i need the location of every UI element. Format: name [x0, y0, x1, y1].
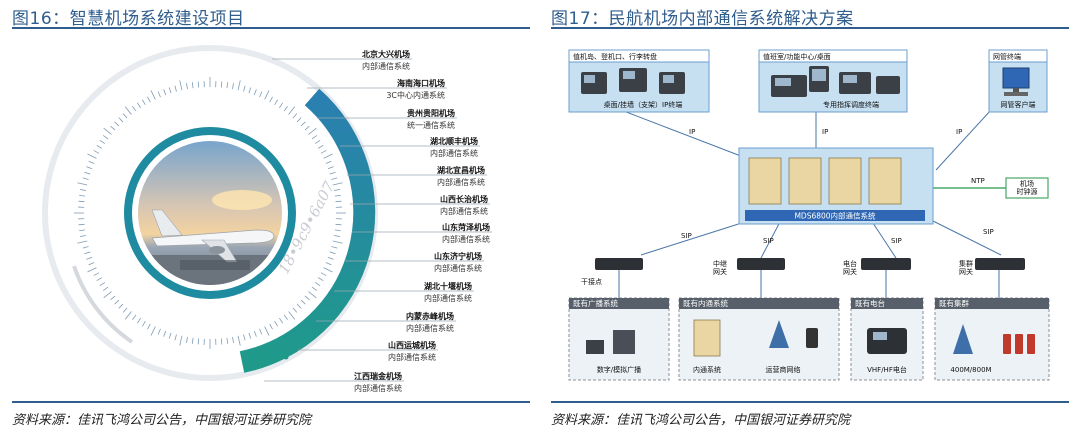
clock-source-label: 机场时钟源	[1017, 179, 1038, 196]
figure17-bottom-rule	[551, 401, 1069, 403]
top-box-duty-caption: 专用指挥调度终端	[823, 100, 879, 109]
dispatch-terminal-icons	[771, 66, 900, 97]
comms-solution-diagram: 机场时钟源 NTP IP IP IP SIP SIP SIP SIP 值机岛、登…	[568, 49, 1050, 381]
airport-name: 北京大兴机场	[362, 49, 410, 59]
top-box-nms: 网管终端 网管客户端	[988, 49, 1048, 113]
bottom-box-intercom-caption-right: 运营商网络	[766, 365, 801, 374]
bottom-box-broadcast: 既有广播系统 数字/模拟广播	[568, 297, 670, 381]
gateway-label-1: 中继网关	[713, 259, 727, 276]
top-box-checkin-title: 值机岛、登机口、行李转盘	[573, 52, 657, 61]
airport-name: 湖北十堰机场	[424, 281, 472, 291]
airport-name: 湖北宜昌机场	[437, 165, 485, 175]
bottom-box-trunk: 既有集群 400M/800M	[934, 297, 1050, 381]
ip-label-right: IP	[956, 128, 962, 136]
airport-system: 内部通信系统	[442, 234, 490, 244]
ip-label-left: IP	[689, 128, 695, 136]
bottom-box-radio-title: 既有电台	[855, 298, 885, 308]
bottom-box-intercom-title: 既有内通系统	[683, 298, 728, 308]
figure17-source: 资料来源：佳讯飞鸿公司公告，中国银河证券研究院	[551, 413, 851, 428]
speaker-icon	[586, 340, 604, 354]
bottom-box-trunk-title: 既有集群	[939, 298, 969, 308]
top-box-nms-caption: 网管客户端	[1001, 100, 1036, 109]
airport-name: 海南海口机场	[397, 78, 445, 88]
tower-icon	[769, 320, 789, 348]
airport-name: 山东济宁机场	[434, 251, 482, 261]
figure16-source: 资料来源：佳讯飞鸿公司公告，中国银河证券研究院	[12, 413, 312, 428]
airport-system: 内部通信系统	[362, 61, 410, 71]
airport-system: 内部通信系统	[437, 177, 485, 187]
ntp-label: NTP	[971, 177, 985, 185]
server-icons	[748, 157, 902, 205]
sip-label-1: SIP	[681, 232, 692, 240]
tick-ring	[74, 77, 346, 349]
server-label: MDS6800内部通信系统	[794, 211, 876, 221]
top-box-duty: 值班室/功能中心/桌面 专用指挥调度终端	[758, 49, 908, 113]
grey-ring-arc	[72, 265, 134, 344]
airport-system: 内部通信系统	[430, 148, 478, 158]
airport-name: 山西长治机场	[440, 194, 488, 204]
gateway-label-3: 集群网关	[959, 259, 973, 276]
ip-label-center: IP	[822, 128, 828, 136]
airport-name: 内蒙赤峰机场	[406, 311, 454, 321]
airport-system: 3C中心内通系统	[386, 90, 445, 100]
computer-icon	[1002, 67, 1030, 96]
bottom-box-intercom: 既有内通系统 内通系统 运营商网络	[678, 297, 840, 381]
airport-system: 内部通信系统	[388, 352, 436, 362]
figure16-title: 图16：智慧机场系统建设项目	[12, 9, 245, 29]
figure17-title: 图17：民航机场内部通信系统解决方案	[551, 9, 854, 29]
airport-system: 内部通信系统	[406, 323, 454, 333]
bottom-box-trunk-caption: 400M/800M	[950, 366, 991, 374]
airport-labels: 北京大兴机场内部通信系统海南海口机场3C中心内通系统贵州贵阳机场统一通信系统湖北…	[354, 49, 490, 393]
bottom-box-intercom-caption-left: 内通系统	[693, 365, 721, 374]
radio-station-icon	[867, 328, 907, 354]
top-box-checkin-caption: 桌面/挂墙（支架）IP终端	[604, 100, 683, 109]
walkie-talkie-icons	[1003, 334, 1035, 354]
airport-name: 山西运城机场	[388, 340, 436, 350]
gateway-label-0: 干接点	[581, 277, 602, 286]
smart-airport-diagram: 北京大兴机场内部通信系统海南海口机场3C中心内通系统贵州贵阳机场统一通信系统湖北…	[42, 45, 492, 393]
bottom-box-broadcast-caption: 数字/模拟广播	[597, 365, 641, 374]
airport-system: 内部通信系统	[440, 206, 488, 216]
handset-icon	[806, 328, 818, 348]
airport-name: 山东菏泽机场	[442, 222, 490, 232]
airport-system: 内部通信系统	[434, 263, 482, 273]
top-box-nms-title: 网管终端	[993, 52, 1021, 61]
bottom-box-radio-caption: VHF/HF电台	[867, 365, 907, 374]
clock-source-box	[1005, 177, 1049, 199]
sip-label-2: SIP	[763, 237, 774, 245]
airport-system: 内部通信系统	[424, 293, 472, 303]
trunk-tower-icon	[953, 324, 973, 354]
server-label-bar	[745, 210, 925, 221]
airport-name: 湖北顺丰机场	[430, 136, 478, 146]
airport-system: 统一通信系统	[407, 120, 455, 130]
broadcast-console-icon	[613, 330, 635, 354]
airport-system: 内部通信系统	[354, 383, 402, 393]
bottom-box-broadcast-title: 既有广播系统	[573, 298, 618, 308]
sip-label-3: SIP	[891, 237, 902, 245]
gateway-label-2: 电台网关	[843, 259, 857, 276]
airport-name: 贵州贵阳机场	[407, 108, 455, 118]
gateways: 干接点 中继网关 电台网关 集群网关	[581, 258, 1025, 286]
intercom-server-icon	[693, 319, 721, 357]
top-box-duty-title: 值班室/功能中心/桌面	[763, 52, 831, 61]
main-ring-arc	[239, 88, 376, 373]
network-links	[618, 109, 1002, 298]
sip-label-4: SIP	[983, 228, 994, 236]
ip-phone-icons	[581, 68, 685, 94]
airport-connectors	[264, 58, 492, 382]
mds-server-cluster: MDS6800内部通信系统	[738, 147, 934, 225]
top-box-checkin: 值机岛、登机口、行李转盘 桌面/挂墙（支架）IP终端	[568, 49, 710, 113]
figure17-top-rule	[551, 27, 1069, 29]
bottom-box-radio: 既有电台 VHF/HF电台	[850, 297, 924, 381]
airport-name: 江西瑞金机场	[354, 371, 402, 381]
figure16-bottom-rule	[12, 401, 530, 403]
arc-end-dot	[283, 354, 289, 360]
figure16-top-rule	[12, 27, 530, 29]
